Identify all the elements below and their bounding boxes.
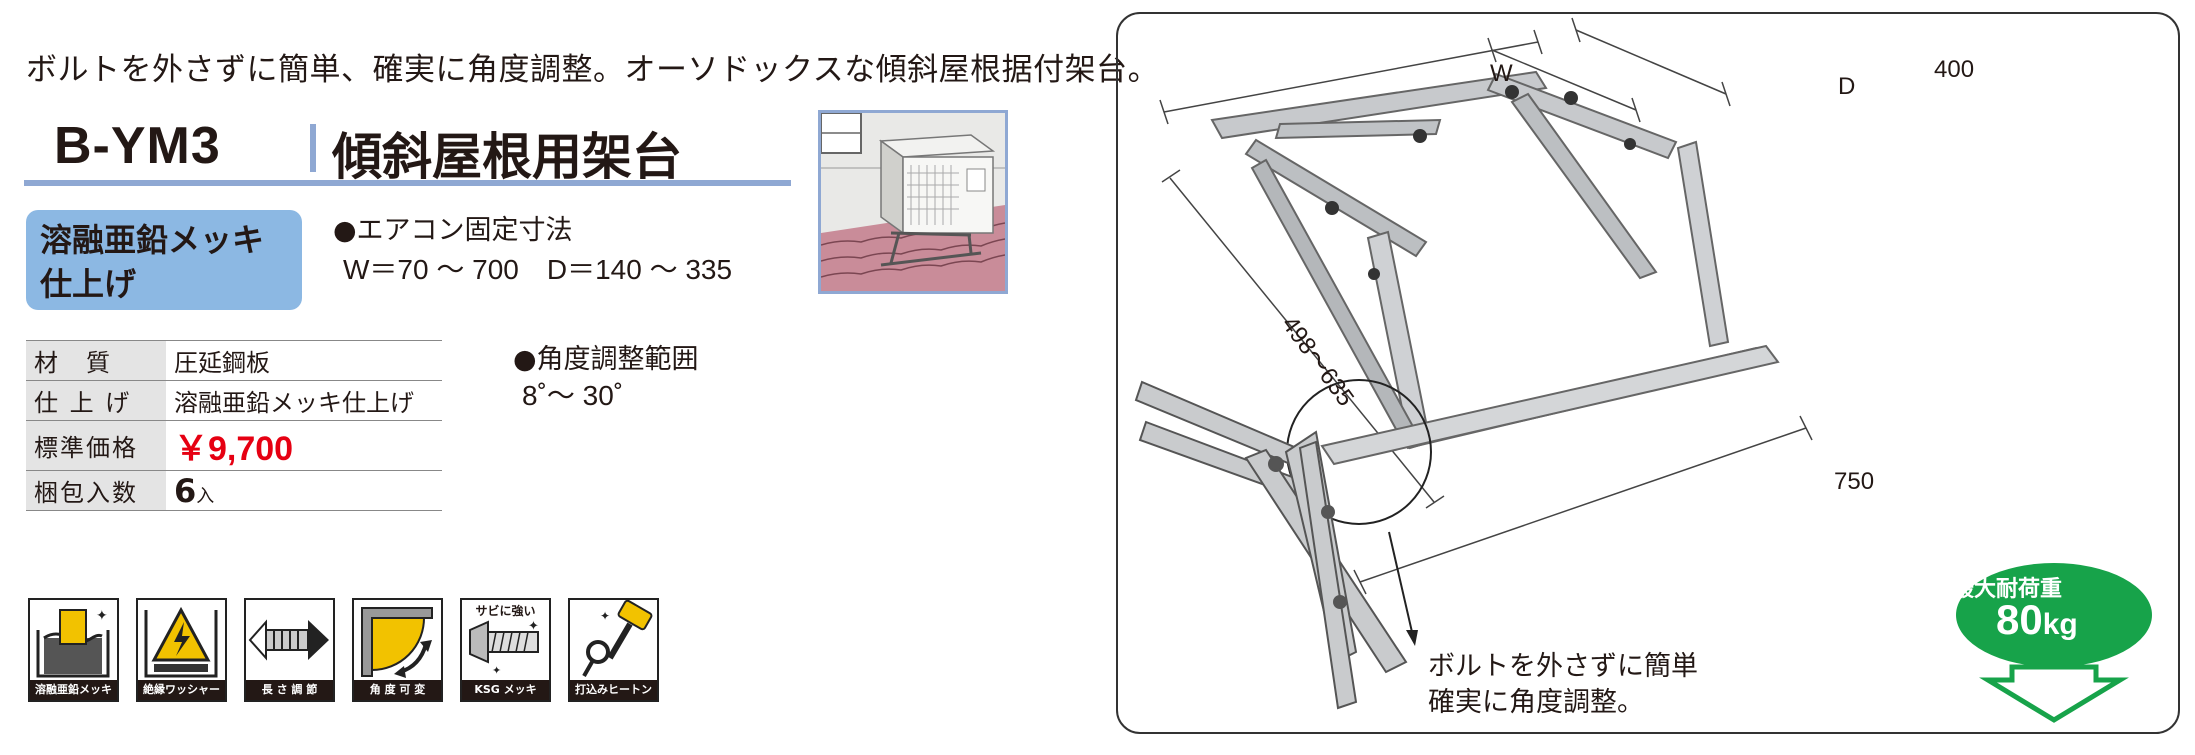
dimension-d: D [1838, 73, 1856, 100]
hot-dip-icon: ✦ [36, 608, 110, 678]
icon-caption: KSG メッキ [462, 680, 549, 700]
load-label: 最大耐荷重 [1952, 577, 2063, 602]
callout-arrowhead [1406, 630, 1418, 646]
installation-photo [818, 110, 1008, 294]
spec-label: 仕 上 げ [26, 380, 166, 421]
svg-text:✦: ✦ [96, 608, 108, 624]
quantity-unit: 入 [196, 485, 215, 507]
feature-hammer: ✦ 打込みヒートン [568, 598, 659, 702]
spec-value: 圧延鋼板 [166, 340, 442, 381]
finish-badge: 溶融亜鉛メッキ 仕上げ [26, 210, 302, 310]
icon-caption: 打込みヒートン [570, 680, 657, 700]
detail-closeup [1134, 380, 1408, 710]
price: ￥9,700 [174, 430, 294, 468]
feature-rust-bolt: サビに強い ✦ ✦ KSG メッキ [460, 598, 551, 702]
table-row: 材 質 圧延鋼板 [26, 340, 442, 381]
angle-range-value: 8˚～ 30˚ [522, 380, 624, 411]
tagline: ボルトを外さずに簡単、確実に角度調整。オーソドックスな傾斜屋根据付架台。 [26, 52, 1160, 88]
dimension-depth: 400 [1934, 56, 1975, 83]
spec-table: 材 質 圧延鋼板 仕 上 げ 溶融亜鉛メッキ仕上げ 標準価格 ￥9,700 梱包… [26, 340, 442, 511]
callout-line2: 確実に角度調整。 [1428, 687, 1644, 718]
spec-label: 梱包入数 [26, 470, 166, 511]
feature-icons: ✦ 溶融亜鉛メッキ 絶縁ワッシャー 長 さ 調 節 [28, 598, 659, 702]
hammer-icon: ✦ [582, 600, 653, 677]
load-badge [1956, 563, 2152, 723]
angle-adjust-icon [361, 607, 433, 678]
rust-bolt-icon: ✦ ✦ [469, 619, 539, 677]
spec-label: 材 質 [26, 340, 166, 381]
table-row: 標準価格 ￥9,700 [26, 420, 442, 471]
spec-value: 溶融亜鉛メッキ仕上げ [166, 380, 442, 421]
icon-caption: 長 さ 調 節 [246, 680, 333, 700]
dimension-length: 750 [1834, 468, 1875, 495]
bracket-diagram [1134, 17, 2152, 723]
spec-label: 標準価格 [26, 420, 166, 471]
callout-line1: ボルトを外さずに簡単 [1428, 651, 1698, 682]
icon-caption: 絶縁ワッシャー [138, 680, 225, 700]
product-name: 傾斜屋根用架台 [332, 128, 682, 186]
fixing-size-value: W＝70 ～ 700 D＝140 ～ 335 [343, 254, 733, 285]
dimension-lines [1159, 17, 1813, 595]
fixing-size-label: ●エアコン固定寸法 [333, 215, 573, 246]
svg-text:✦: ✦ [492, 664, 501, 677]
icon-caption: 角 度 可 変 [354, 680, 441, 700]
quantity: 6 [174, 471, 197, 510]
insulation-washer-icon [144, 606, 218, 678]
model-number: B-YM3 [54, 117, 221, 175]
badge-line1: 溶融亜鉛メッキ [40, 221, 265, 259]
length-adjust-icon [248, 619, 329, 661]
title-underline [24, 180, 791, 186]
svg-text:✦: ✦ [600, 609, 610, 623]
load-number: 80 [1996, 596, 2043, 643]
table-row: 仕 上 げ 溶融亜鉛メッキ仕上げ [26, 380, 442, 421]
load-unit: kg [2042, 608, 2078, 641]
feature-hot-dip: ✦ 溶融亜鉛メッキ [28, 598, 119, 702]
callout-pointer [1388, 531, 1413, 633]
feature-length-adjust: 長 さ 調 節 [244, 598, 335, 702]
icon-top-label: サビに強い [475, 604, 536, 618]
table-row: 梱包入数 6入 [26, 470, 442, 511]
bolt-markers [1325, 85, 1636, 280]
title-separator [310, 124, 316, 172]
dimension-w: W [1490, 60, 1513, 87]
callout-text: ボルトを外さずに簡単 確実に角度調整。 [1428, 649, 1698, 721]
badge-line2: 仕上げ [40, 265, 137, 303]
feature-angle-adjust: 角 度 可 変 [352, 598, 443, 702]
icon-caption: 溶融亜鉛メッキ [30, 680, 117, 700]
feature-insulation-washer: 絶縁ワッシャー [136, 598, 227, 702]
roof-illustration [820, 112, 1006, 291]
angle-range-label: ●角度調整範囲 [513, 344, 699, 375]
main-frame [1210, 70, 1780, 466]
price-value: ￥9,700 [166, 420, 442, 471]
load-value: 80kg [1996, 596, 2078, 644]
quantity-value: 6入 [166, 470, 442, 511]
svg-text:✦: ✦ [528, 619, 539, 634]
diagram-panel [1116, 12, 2180, 734]
